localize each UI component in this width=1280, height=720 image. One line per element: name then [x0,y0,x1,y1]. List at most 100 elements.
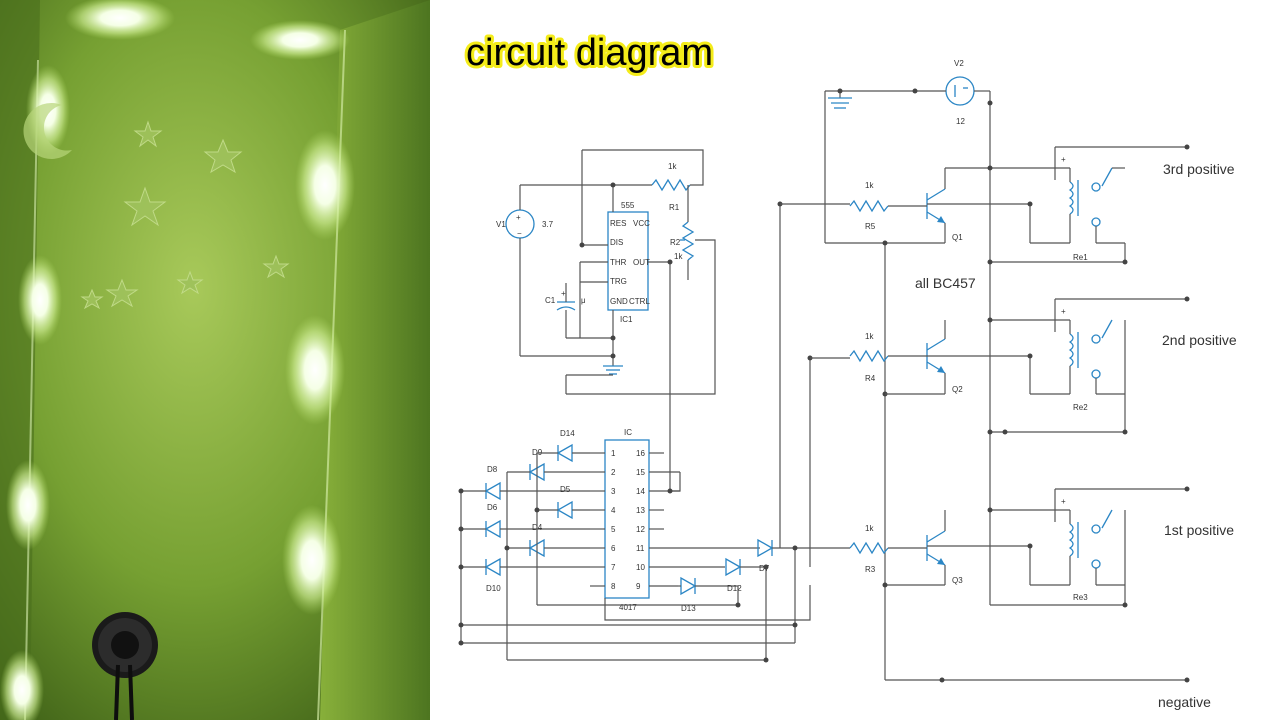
r4-name: R4 [865,374,876,383]
ic1-555-timer: 555 IC1 RES VCC DIS OUT THR TRG CTRL GND [607,201,650,324]
ic-pin-label: 14 [636,487,645,496]
wires-supply [824,90,1187,681]
diode-d6: D6 [484,503,590,539]
r5-value: 1k [865,181,874,190]
svg-text:+: + [1061,497,1066,506]
ic1-pin-gnd: GND [610,297,628,306]
ic1-pin-ctrl: CTRL [629,297,650,306]
wires-stage3 [885,488,1187,606]
diode-d13: D13 [678,576,738,613]
junctions-4017 [458,201,813,663]
q3-label: Q3 [952,576,963,585]
r5-name: R5 [865,222,876,231]
r1-name-label: R1 [669,203,680,212]
r3-value: 1k [865,524,874,533]
glow-star-decorations [80,120,290,310]
diode-d4: D4 [528,523,590,558]
r3-name: R3 [865,565,876,574]
ic-name-label: IC [624,428,632,437]
junctions-stage1 [987,144,1190,265]
ic1-pin-res: RES [610,219,626,228]
wires-555-section [519,149,716,490]
d5-label: D5 [560,485,571,494]
led-glow-group [0,0,355,720]
svg-text:+: + [1061,155,1066,164]
q2-label: Q2 [952,385,963,394]
d10-label: D10 [486,584,501,593]
negative-label: negative [1158,694,1211,710]
svg-text:+: + [561,289,566,298]
ic-pin-label: 5 [611,525,616,534]
q1-label: Q1 [952,233,963,242]
third-positive-label: 3rd positive [1163,161,1235,177]
diagram-title: circuit diagram [466,32,713,74]
v1-name: V1 [496,220,506,229]
ic-pin-label: 9 [636,582,641,591]
ic1-type-label: 555 [621,201,635,210]
junctions-stage3 [882,486,1190,608]
wires-diode-network [460,204,850,661]
transistor-type-note: all BC457 [915,275,976,291]
r2-name: R2 [670,238,681,247]
ic1-pin-thr: THR [610,258,627,267]
ic-pin-label: 13 [636,506,645,515]
c1-name: C1 [545,296,556,305]
junctions-stage2 [882,296,1190,435]
ic-pin-label: 4 [611,506,616,515]
r2-potentiometer: R1 R2 1k [669,203,695,261]
ic1-pin-dis: DIS [610,238,623,247]
diode-d10: D10 [484,557,590,593]
svg-text:−: − [517,229,522,238]
r4-value: 1k [865,332,874,341]
r3-resistor: 1k R3 [849,524,889,574]
r5-resistor: 1k R5 [849,181,889,231]
ic-pin-label: 16 [636,449,645,458]
led-strip-photo [0,0,430,720]
svg-text:+: + [516,213,521,222]
d12-label: D12 [727,584,742,593]
ic-4017-pin-wires [590,452,811,621]
wires-stage2 [810,298,1187,433]
d14-label: D14 [560,429,575,438]
ground-symbol-v2 [828,91,852,109]
ic-pin-label: 11 [636,544,645,553]
circuit-diagram-panel: circuit diagram 555 IC1 RES VCC DIS OUT … [430,0,1280,720]
ic-pin-label: 8 [611,582,616,591]
wall-lamp-fixture [92,612,158,720]
ic-pin-label: 1 [611,449,616,458]
ground-symbol-555 [603,356,623,375]
ic-type-label: 4017 [619,603,637,612]
ic-pin-label: 6 [611,544,616,553]
ic-pin-label: 15 [636,468,645,477]
q3-transistor: Q3 [926,530,963,585]
r2-value: 1k [674,252,683,261]
re3-label: Re3 [1073,593,1088,602]
ic1-pin-trg: TRG [610,277,627,286]
ic1-name-label: IC1 [620,315,633,324]
junctions-555 [579,182,673,359]
diode-d5: D5 [556,485,590,520]
ic-pin-label: 12 [636,525,645,534]
diode-d7: D7 [757,538,795,573]
re2-relay: + Re2 [1061,307,1113,412]
d6-label: D6 [487,503,498,512]
r4-resistor: 1k R4 [849,332,889,383]
v1-battery: + − V1 3.7 [496,209,554,239]
diode-d8: D8 [484,465,590,501]
ic-pin-label: 3 [611,487,616,496]
v1-value: 3.7 [542,220,554,229]
ic1-pin-out: OUT [633,258,650,267]
second-positive-label: 2nd positive [1162,332,1237,348]
moon-decoration [23,102,72,159]
ic-pin-label: 7 [611,563,616,572]
v2-name: V2 [954,59,964,68]
r1-resistor: 1k [651,162,691,192]
re1-relay: + Re1 [1061,155,1113,262]
junctions-supply [837,88,1190,683]
ic1-pin-vcc: VCC [633,219,650,228]
re1-label: Re1 [1073,253,1088,262]
d8-label: D8 [487,465,498,474]
v2-value: 12 [956,117,965,126]
